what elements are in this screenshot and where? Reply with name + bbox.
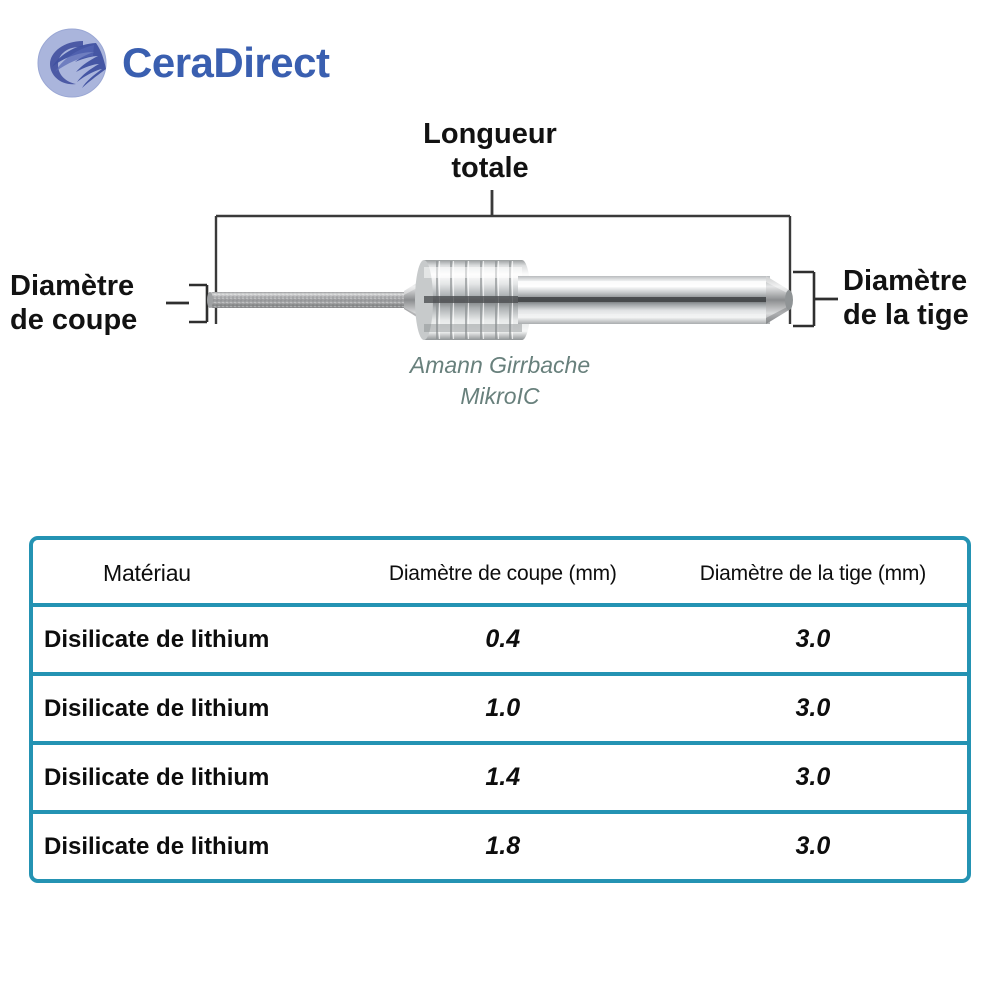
column-header-shank-diameter: Diamètre de la tige (mm) xyxy=(658,540,967,605)
cell-shank-diameter: 3.0 xyxy=(658,810,967,879)
product-caption-line2: MikroIC xyxy=(460,383,540,410)
column-header-cutting-diameter: Diamètre de coupe (mm) xyxy=(346,540,659,605)
cell-cutting-diameter: 1.4 xyxy=(346,741,659,812)
product-caption-line1: Amann Girrbache xyxy=(409,352,591,378)
shank-diameter-label-line1: Diamètre xyxy=(843,265,968,297)
shank-diameter-label: Diamètre de la tige xyxy=(843,265,969,332)
cell-shank-diameter: 3.0 xyxy=(658,603,967,674)
cell-cutting-diameter: 0.4 xyxy=(346,603,659,674)
cell-cutting-diameter: 1.0 xyxy=(346,672,659,743)
shank-diameter-bracket xyxy=(793,270,838,328)
cell-cutting-diameter: 1.8 xyxy=(346,810,659,879)
specification-table: Matériau Diamètre de coupe (mm) Diamètre… xyxy=(29,536,971,883)
table-row: Disilicate de lithium 0.4 3.0 xyxy=(33,603,967,674)
table-header: Matériau Diamètre de coupe (mm) Diamètre… xyxy=(33,540,967,605)
cell-shank-diameter: 3.0 xyxy=(658,672,967,743)
cell-shank-diameter: 3.0 xyxy=(658,741,967,812)
table-header-row: Matériau Diamètre de coupe (mm) Diamètre… xyxy=(33,540,967,605)
tool-dimension-diagram: Longueur totale Diamètre de coupe Diamèt… xyxy=(0,100,1000,440)
cutting-diameter-bracket xyxy=(166,283,209,324)
total-length-label-line2: totale xyxy=(451,151,529,184)
cell-material: Disilicate de lithium xyxy=(33,810,347,879)
cell-material: Disilicate de lithium xyxy=(33,672,347,743)
brand-header: CeraDirect xyxy=(36,27,330,99)
table-body: Disilicate de lithium 0.4 3.0 Disilicate… xyxy=(33,603,967,879)
total-length-label-line1: Longueur xyxy=(423,118,557,150)
milling-bur-illustration-icon xyxy=(166,190,838,340)
product-name-caption: Amann Girrbache MikroIC xyxy=(330,350,670,413)
table-row: Disilicate de lithium 1.8 3.0 xyxy=(33,810,967,879)
cutting-diameter-label-line1: Diamètre xyxy=(10,270,135,302)
bur-body xyxy=(207,260,793,340)
cutting-diameter-label-line2: de coupe xyxy=(10,303,138,336)
shank-diameter-label-line2: de la tige xyxy=(843,298,969,331)
cell-material: Disilicate de lithium xyxy=(33,741,347,812)
brand-wordmark: CeraDirect xyxy=(122,39,330,86)
total-length-label: Longueur totale xyxy=(395,118,585,185)
table-row: Disilicate de lithium 1.4 3.0 xyxy=(33,741,967,812)
cutting-diameter-label: Diamètre de coupe xyxy=(10,270,137,337)
table-row: Disilicate de lithium 1.0 3.0 xyxy=(33,672,967,743)
cell-material: Disilicate de lithium xyxy=(33,603,347,674)
column-header-material: Matériau xyxy=(33,540,347,605)
spec-table-grid: Matériau Diamètre de coupe (mm) Diamètre… xyxy=(33,540,967,879)
ceradirect-logo-icon xyxy=(37,28,107,98)
